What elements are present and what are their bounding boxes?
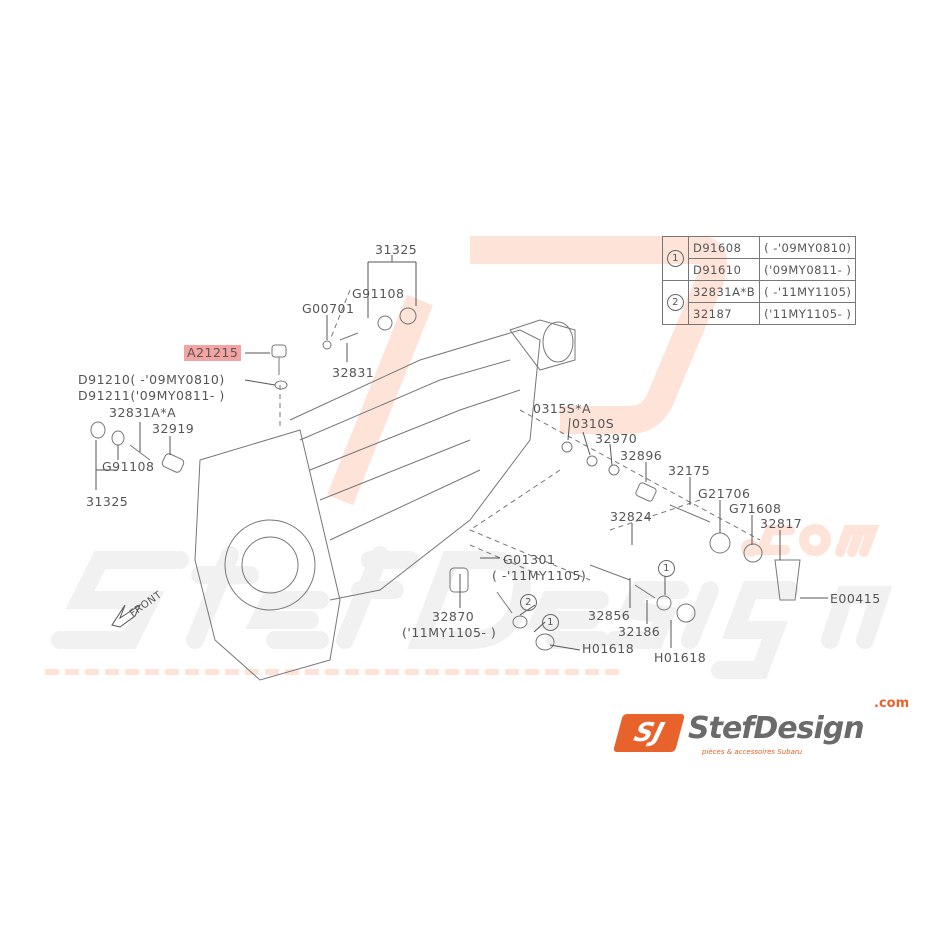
marker-1-left: 1 (542, 614, 559, 631)
table-row: D91610 ('09MY0811- ) (663, 258, 857, 281)
label-0310s: 0310S (572, 416, 615, 431)
part-number: D91608 (687, 236, 761, 259)
label-e00415: E00415 (830, 591, 881, 606)
front-arrow-icon (111, 603, 142, 628)
watermark-com-shape (741, 524, 880, 557)
label-h01618-b: H01618 (654, 650, 707, 665)
stefdesign-logo: SJ StefDesign .com pièces & accessoires … (612, 696, 922, 764)
label-d91210: D91210( -'09MY0810) (78, 372, 225, 387)
marker-1-circle: 1 (658, 560, 675, 577)
label-32856: 32856 (588, 608, 631, 623)
model-range: ( -'09MY0810) (759, 236, 857, 259)
marker-1-right: 1 (658, 560, 675, 577)
label-h01618-a: H01618 (582, 641, 635, 656)
logo-com: .com (874, 696, 910, 711)
marker-circle: 2 (667, 294, 684, 311)
label-g01301: G01301 (503, 552, 556, 567)
part-number: 32831A*B (687, 280, 761, 303)
part-number: 32187 (687, 302, 761, 325)
group-marker: 2 (662, 280, 689, 325)
label-32831a-a: 32831A*A (109, 405, 177, 420)
label-g71608: G71608 (729, 501, 782, 516)
model-range: ('11MY1105- ) (759, 302, 857, 325)
label-0315s-a: 0315S*A (533, 401, 592, 416)
label-32970: 32970 (595, 431, 638, 446)
table-row: 32187 ('11MY1105- ) (663, 302, 857, 325)
model-range: ('09MY0811- ) (759, 258, 857, 281)
variant-legend-table: 1 D91608 ( -'09MY0810) D91610 ('09MY0811… (662, 236, 857, 325)
label-32186: 32186 (618, 624, 661, 639)
marker-circle: 1 (667, 250, 684, 267)
group-marker: 1 (662, 236, 689, 281)
label-g00701: G00701 (302, 301, 355, 316)
label-d91211: D91211('09MY0811- ) (78, 388, 225, 403)
label-32175: 32175 (668, 463, 711, 478)
label-32824: 32824 (610, 509, 653, 524)
label-g01301-range: ( -'11MY1105) (492, 568, 587, 583)
label-32896: 32896 (620, 448, 663, 463)
label-32831: 32831 (332, 365, 375, 380)
label-32817: 32817 (760, 516, 803, 531)
table-row: 1 D91608 ( -'09MY0810) (662, 236, 857, 281)
logo-tagline: pièces & accessoires Subaru (702, 748, 803, 756)
label-g91108-left: G91108 (102, 459, 155, 474)
logo-name: StefDesign (688, 711, 865, 746)
bellhousing (194, 429, 341, 681)
label-g91108-top: G91108 (352, 286, 405, 301)
model-range: ( -'11MY1105) (759, 280, 857, 303)
case-body (289, 329, 541, 601)
marker-2-circle: 2 (520, 594, 537, 611)
marker-2: 2 (520, 594, 537, 611)
marker-1-circle: 1 (542, 614, 559, 631)
label-32919: 32919 (152, 421, 195, 436)
label-a21215-highlighted[interactable]: A21215 (184, 345, 242, 361)
label-32870: 32870 (432, 609, 475, 624)
part-number: D91610 (687, 258, 761, 281)
label-31325-left: 31325 (86, 494, 129, 509)
table-row: 2 32831A*B ( -'11MY1105) (662, 280, 857, 325)
logo-mark: SJ (612, 714, 686, 752)
label-g21706: G21706 (698, 486, 751, 501)
bellhousing-bore (224, 519, 316, 611)
label-32870-range: ('11MY1105- ) (402, 625, 497, 640)
label-31325-top: 31325 (375, 242, 418, 257)
extension-housing (509, 319, 576, 371)
